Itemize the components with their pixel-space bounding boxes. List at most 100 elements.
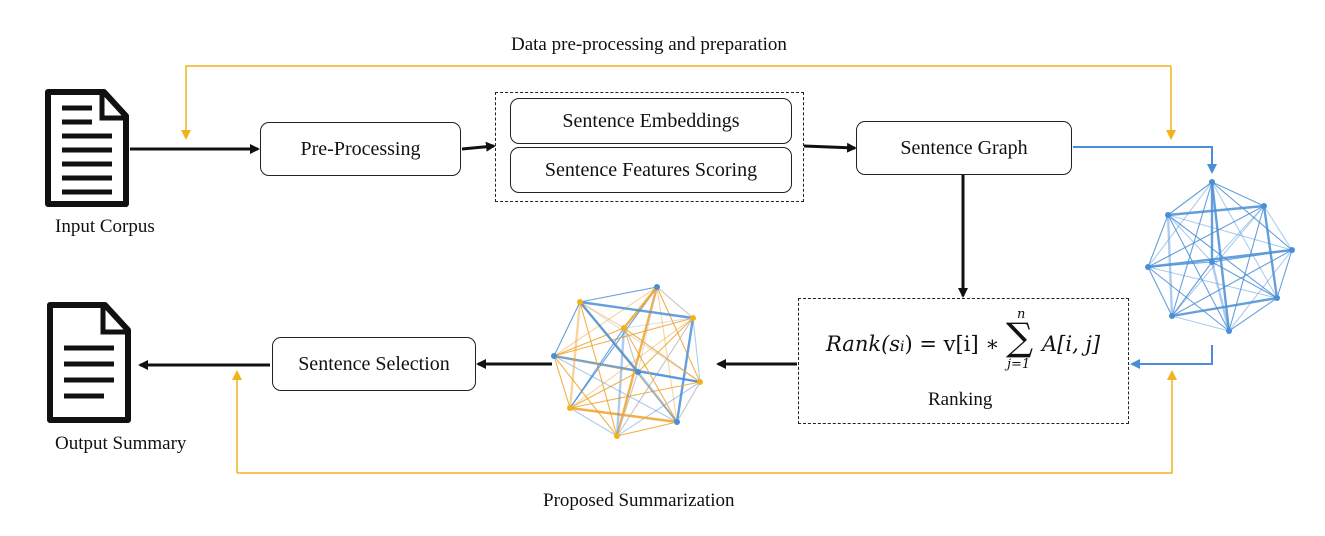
graph-edge xyxy=(1263,205,1293,251)
graph-edge xyxy=(656,286,701,383)
graph-edge xyxy=(623,286,658,329)
graph-edge xyxy=(579,286,658,303)
sentence-embeddings-box: Sentence Embeddings xyxy=(510,98,792,144)
graph-node xyxy=(614,433,620,439)
graph-edge xyxy=(1228,297,1278,332)
graph-node xyxy=(1226,328,1232,334)
graph-edge xyxy=(637,371,678,423)
arrow-blue-graph-to-ranking xyxy=(1130,345,1213,369)
sentence-graph-box: Sentence Graph xyxy=(856,121,1072,175)
graph-edge xyxy=(553,355,678,423)
graph-edge xyxy=(569,407,618,437)
input-document-icon xyxy=(45,89,129,207)
graph-edge xyxy=(623,327,678,423)
ranking-box xyxy=(798,298,1129,424)
graph-edge xyxy=(623,327,639,373)
graph-edge xyxy=(1167,214,1213,263)
arrow-preprocessing-to-embeddings xyxy=(461,141,496,152)
graph-edge xyxy=(568,301,582,409)
graph-edge xyxy=(553,286,658,357)
graph-node xyxy=(674,419,680,425)
graph-node xyxy=(1145,264,1151,270)
graph-edge xyxy=(579,300,694,320)
graph-node xyxy=(567,405,573,411)
graph-edge xyxy=(569,327,625,409)
blue-sentence-graph xyxy=(1145,179,1295,334)
graph-edge xyxy=(1167,204,1265,217)
graph-edge xyxy=(1147,266,1173,317)
input-corpus-label: Input Corpus xyxy=(55,216,155,237)
graph-edge xyxy=(676,381,701,423)
output-summary-label: Output Summary xyxy=(55,433,187,454)
formula-term: A[i, j] xyxy=(1042,332,1101,356)
summation-upper-bound: n xyxy=(1017,307,1026,322)
graph-node xyxy=(1209,179,1215,185)
bottom-loop-line xyxy=(237,370,1177,474)
graph-edge xyxy=(1211,205,1265,263)
graph-edge xyxy=(1167,214,1293,251)
graph-edge xyxy=(569,371,639,409)
graph-edge xyxy=(1210,261,1231,332)
top-loop-caption: Data pre-processing and preparation xyxy=(511,34,787,55)
graph-edge xyxy=(579,301,701,383)
graph-node xyxy=(654,284,660,290)
graph-edge xyxy=(1147,248,1293,269)
graph-node xyxy=(577,299,583,305)
graph-edge xyxy=(616,371,639,437)
graph-edge xyxy=(1228,205,1265,332)
ranked-sentence-graph xyxy=(551,284,703,439)
graph-node xyxy=(551,353,557,359)
graph-edge xyxy=(569,286,658,409)
graph-edge xyxy=(1276,249,1293,299)
bottom-loop-caption: Proposed Summarization xyxy=(543,490,735,511)
formula-rhs: ) = v[i] ∗ xyxy=(904,332,1000,356)
graph-node xyxy=(1209,259,1215,265)
graph-node xyxy=(635,369,641,375)
graph-node xyxy=(1274,295,1280,301)
top-loop-line xyxy=(181,65,1171,140)
graph-node xyxy=(1169,313,1175,319)
graph-edge xyxy=(615,327,626,437)
graph-node xyxy=(697,379,703,385)
graph-edge xyxy=(1171,296,1278,318)
graph-edge xyxy=(1211,181,1265,207)
graph-edge xyxy=(553,301,581,357)
graph-edge xyxy=(1171,261,1213,317)
graph-edge xyxy=(579,301,639,373)
graph-edge xyxy=(1211,261,1278,299)
graph-edge xyxy=(553,355,639,373)
formula-lhs-subscript: i xyxy=(900,339,905,355)
embedding-features-group xyxy=(495,92,804,202)
graph-edge xyxy=(1211,181,1278,299)
summation-symbol: ∑ xyxy=(1006,315,1034,359)
arrow-embeddings-to-graph xyxy=(803,142,857,153)
graph-edge xyxy=(1171,315,1230,332)
graph-node xyxy=(690,315,696,321)
graph-node xyxy=(621,325,627,331)
graph-edge xyxy=(616,421,678,437)
ranking-label: Ranking xyxy=(928,389,993,410)
graph-edge xyxy=(656,286,694,319)
preprocessing-box: Pre-Processing xyxy=(260,122,461,176)
graph-edge xyxy=(553,327,625,357)
graph-edge xyxy=(692,317,701,383)
graph-edge xyxy=(1147,205,1265,268)
graph-edge xyxy=(1147,261,1213,268)
graph-edge xyxy=(1147,266,1230,332)
graph-edge xyxy=(1211,181,1293,251)
graph-edge xyxy=(637,317,694,373)
arrow-graph-to-blue-graph xyxy=(1073,146,1217,174)
summation-lower-bound: j=1 xyxy=(1007,357,1031,372)
graph-edge xyxy=(1171,249,1293,317)
graph-edge xyxy=(637,371,701,383)
graph-edge xyxy=(1228,249,1293,332)
ranking-formula: Rank(si) = v[i] ∗ xyxy=(826,332,1000,356)
graph-node xyxy=(1261,203,1267,209)
graph-edge xyxy=(1167,181,1213,216)
graph-edge xyxy=(656,286,678,423)
sentence-selection-box: Sentence Selection xyxy=(272,337,476,391)
graph-edge xyxy=(1167,214,1278,299)
output-document-icon xyxy=(47,302,131,423)
graph-edge xyxy=(616,381,701,437)
